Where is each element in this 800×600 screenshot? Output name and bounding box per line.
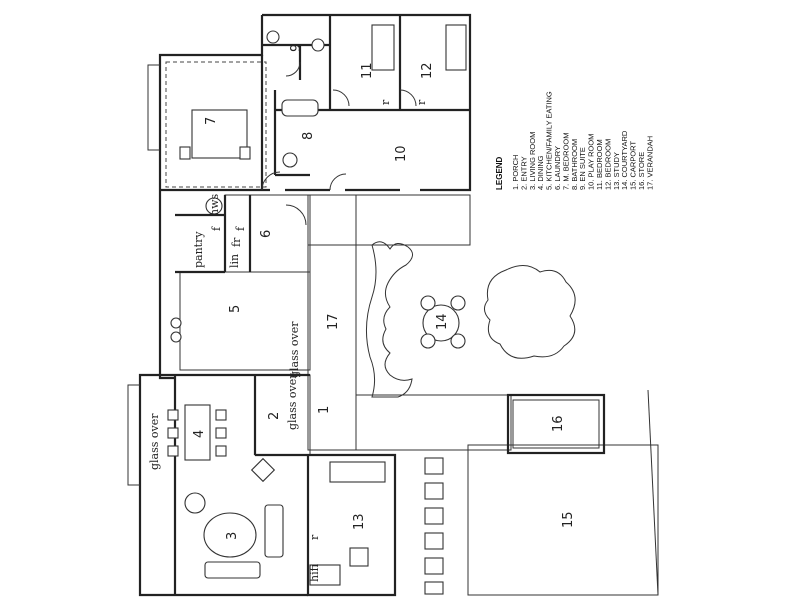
room-label-3: 3 <box>225 532 240 540</box>
note-pantry: pantry <box>192 231 205 268</box>
legend-item: 12. BEDROOM <box>603 139 612 190</box>
note-r-b: r <box>415 99 428 105</box>
legend-item: 2. ENTRY <box>519 156 528 190</box>
note-f2: f <box>234 226 247 231</box>
room-label-9: 9 <box>289 44 304 52</box>
room-label-8: 8 <box>301 132 316 140</box>
room-label-14: 14 <box>435 313 450 330</box>
stepping-stones <box>424 457 444 595</box>
annotations: hws pantry lin f f fr r r r hifi glass o… <box>148 99 428 582</box>
walls <box>127 13 659 597</box>
note-r-a: r <box>379 99 392 105</box>
legend-item: 9. EN SUITE <box>578 147 587 190</box>
room-label-17: 17 <box>326 313 341 330</box>
legend-item: 10. PLAY ROOM <box>587 134 596 190</box>
legend-item: 16. STORE <box>637 152 646 190</box>
room-label-5: 5 <box>228 305 243 313</box>
legend-item: 11. BEDROOM <box>595 139 604 190</box>
note-glass-over-3: glass over <box>148 413 161 470</box>
legend-item: 8. BATHROOM <box>570 139 579 190</box>
note-r-c: r <box>308 534 321 540</box>
room-label-10: 10 <box>394 145 409 162</box>
note-glass-over-1: glass over <box>288 321 301 378</box>
note-fr: fr <box>230 237 243 247</box>
legend-item: 1. PORCH <box>511 155 520 190</box>
room-label-15: 15 <box>561 511 576 528</box>
room-label-1: 1 <box>317 406 332 414</box>
room-label-6: 6 <box>259 230 274 238</box>
note-hws: hws <box>208 194 221 217</box>
legend-item: 17. VERANDAH <box>645 136 654 190</box>
note-glass-over-2: glass over <box>286 373 299 430</box>
legend-item: 6. LAUNDRY <box>553 146 562 190</box>
room-label-4: 4 <box>192 430 207 438</box>
room-label-7: 7 <box>204 117 219 125</box>
legend-item: 3. LIVING ROOM <box>528 132 537 190</box>
doors <box>261 61 417 226</box>
room-label-12: 12 <box>420 62 435 79</box>
fixtures <box>167 24 467 586</box>
legend-item: 4. DINING <box>536 155 545 190</box>
room-label-2: 2 <box>267 412 282 420</box>
room-label-16: 16 <box>551 415 566 432</box>
courtyard <box>366 241 576 398</box>
room-label-11: 11 <box>360 62 375 79</box>
legend-title: LEGEND <box>495 156 504 190</box>
note-hifi: hifi <box>308 563 321 582</box>
legend-item: 15. CARPORT <box>629 141 638 190</box>
legend-item: 5. KITCHEN/FAMILY EATING <box>545 91 554 190</box>
legend-item: 13. STUDY <box>612 152 621 190</box>
room-labels: 1 2 3 4 5 6 7 8 9 10 11 12 13 14 15 16 1… <box>192 44 576 540</box>
room-label-13: 13 <box>352 513 367 530</box>
legend-item: 7. M. BEDROOM <box>561 132 570 190</box>
note-f1: f <box>210 226 223 231</box>
note-lin: lin <box>228 254 241 268</box>
legend-item: 14. COURTYARD <box>620 130 629 190</box>
